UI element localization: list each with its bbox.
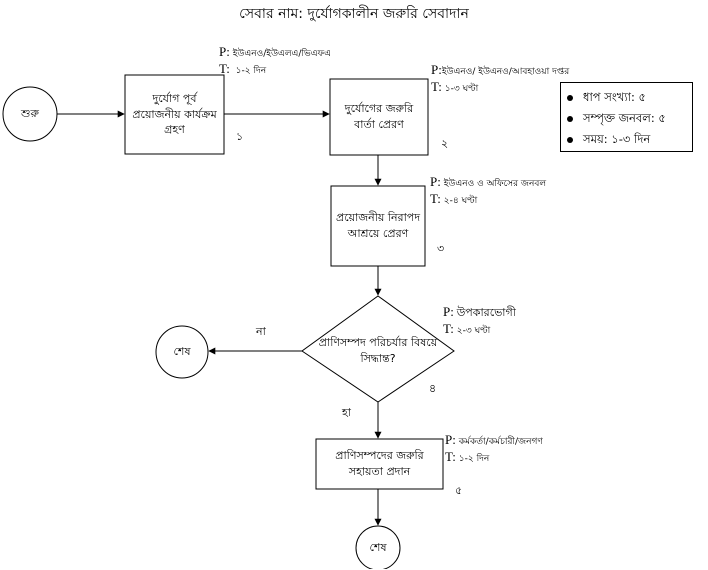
step-1-number: ১ xyxy=(236,130,244,143)
step-5-box xyxy=(315,438,444,490)
step-1-p-label: P: xyxy=(219,44,230,59)
step-4-t-label: T: xyxy=(443,320,454,336)
end-node-final-shape xyxy=(355,525,401,569)
step-2-time: ১-৩ ঘণ্টা xyxy=(444,83,479,94)
step-5-text: প্রাণিসম্পদের জরুরি সহায়তা প্রদান xyxy=(335,449,424,478)
step-1-node: দুর্যোগ পূর্ব প্রয়োজনীয় কার্যক্রম গ্রহ… xyxy=(128,77,221,152)
step-1-person: ইউএনও/ইউএলএ/ভিএফএ xyxy=(232,49,331,59)
step-4-time: ২-৩ ঘণ্টা xyxy=(456,325,491,336)
end-node-final: শেষ xyxy=(356,526,400,570)
summary-item: ধাপ সংখ্যা: ৫ xyxy=(567,87,692,108)
step-3-meta: P: ইউএনও ও অফিসের জনবল T: ২-৪ ঘণ্টা xyxy=(430,174,546,208)
step-1-t-label: T: xyxy=(219,60,230,76)
end-node-no-shape xyxy=(155,325,209,379)
step-2-box xyxy=(329,78,429,156)
step-3-box xyxy=(330,185,426,267)
end-label-no: শেষ xyxy=(173,344,191,358)
page-title: সেবার নাম: দুর্যোগকালীন জরুরি সেবাদান xyxy=(239,6,469,22)
step-2-t-label: T: xyxy=(431,78,442,94)
decision-no-label: না xyxy=(256,325,266,338)
step-4-number: ৪ xyxy=(429,382,437,395)
summary-time: সময়: ১-৩ দিন xyxy=(583,132,651,146)
step-2-meta: P:ইউএনও/ ইউএনও/আবহাওয়া দপ্তর T: ১-৩ ঘণ্… xyxy=(431,62,569,96)
end-label-final: শেষ xyxy=(369,540,387,554)
step-2-text: দুর্যোগের জরুরি বার্তা প্রেরণ xyxy=(344,102,414,131)
summary-item: সম্পৃক্ত জনবল: ৫ xyxy=(567,108,692,129)
step-2-person: ইউএনও/ ইউএনও/আবহাওয়া দপ্তর xyxy=(441,67,570,77)
step-3-node: প্রয়োজনীয় নিরাপদ আশ্রয়ে প্রেরণ xyxy=(335,189,421,263)
start-label: শুরু xyxy=(21,106,39,120)
summary-box: ধাপ সংখ্যা: ৫ সম্পৃক্ত জনবল: ৫ সময়: ১-৩… xyxy=(560,82,693,152)
summary-steps: ধাপ সংখ্যা: ৫ xyxy=(583,90,647,104)
end-node-no: শেষ xyxy=(156,326,208,378)
step-3-number: ৩ xyxy=(437,242,445,255)
step-1-time: ১-২ দিন xyxy=(235,65,267,76)
step-4-person: উপকারভোগী xyxy=(456,306,516,319)
step-5-number: ৫ xyxy=(455,484,463,497)
step-5-t-label: T: xyxy=(445,448,456,464)
step-3-person: ইউএনও ও অফিসের জনবল xyxy=(443,179,547,189)
step-4-text: প্রাণিসম্পদ পরিচর্যার বিষয়ে সিদ্ধান্ত? xyxy=(318,336,438,365)
step-5-time: ১-২ দিন xyxy=(458,453,490,464)
summary-item: সময়: ১-৩ দিন xyxy=(567,129,692,150)
step-5-node: প্রাণিসম্পদের জরুরি সহায়তা প্রদান xyxy=(320,441,439,487)
step-4-node: প্রাণিসম্পদ পরিচর্যার বিষয়ে সিদ্ধান্ত? xyxy=(312,326,444,376)
bullet-icon xyxy=(567,136,573,143)
step-4-p-label: P: xyxy=(443,304,454,319)
bullet-icon xyxy=(567,115,573,122)
step-1-text: দুর্যোগ পূর্ব প্রয়োজনীয় কার্যক্রম গ্রহ… xyxy=(132,91,217,137)
step-5-meta: P: কর্মকর্তা/কর্মচারী/জনগণ T: ১-২ দিন xyxy=(445,432,543,466)
step-2-node: দুর্যোগের জরুরি বার্তা প্রেরণ xyxy=(335,82,423,152)
step-1-box xyxy=(124,74,225,155)
step-2-p-label: P: xyxy=(431,62,442,77)
step-2-number: ২ xyxy=(441,137,449,150)
step-3-p-label: P: xyxy=(430,174,441,189)
step-4-meta: P: উপকারভোগী T: ২-৩ ঘণ্টা xyxy=(443,304,516,338)
start-node: শুরু xyxy=(3,87,57,141)
bullet-icon xyxy=(567,94,573,101)
step-5-person: কর্মকর্তা/কর্মচারী/জনগণ xyxy=(458,437,543,447)
step-3-text: প্রয়োজনীয় নিরাপদ আশ্রয়ে প্রেরণ xyxy=(335,211,421,240)
decision-yes-label: হা xyxy=(342,406,351,419)
step-3-t-label: T: xyxy=(430,190,441,206)
summary-personnel: সম্পৃক্ত জনবল: ৫ xyxy=(583,111,666,125)
step-5-p-label: P: xyxy=(445,432,456,447)
step-1-meta: P: ইউএনও/ইউএলএ/ভিএফএ T: ১-২ দিন xyxy=(219,44,331,78)
step-3-time: ২-৪ ঘণ্টা xyxy=(443,195,478,206)
